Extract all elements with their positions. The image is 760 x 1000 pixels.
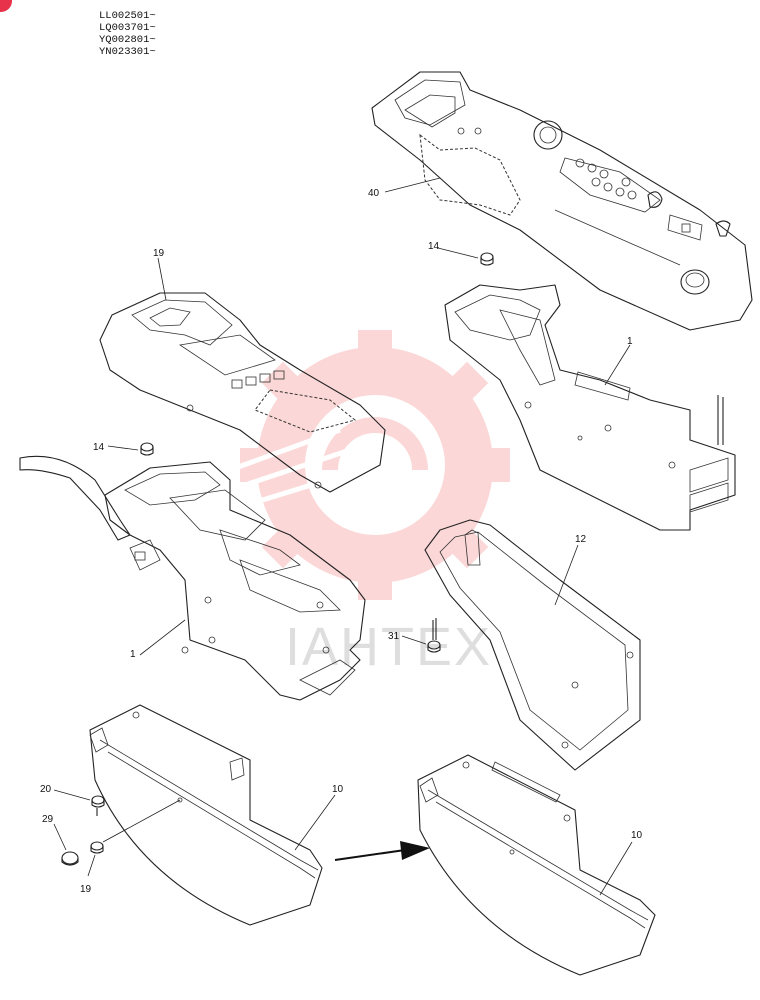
callout-14-left: 14 <box>93 442 105 453</box>
callout-20: 20 <box>40 784 52 795</box>
callout-40: 40 <box>368 188 380 199</box>
part-14-left-bushing <box>140 442 154 456</box>
watermark-gear-logo <box>229 330 510 600</box>
part-1-left-bracket-frame <box>19 455 366 701</box>
part-20-bolt <box>91 795 105 816</box>
part-40-instrument-cover <box>371 71 753 331</box>
part-19-bolt <box>90 799 181 854</box>
part-19-console-cover <box>99 292 386 493</box>
callout-19-lower: 19 <box>80 884 92 895</box>
serial-range: YQ002801~ <box>99 34 156 46</box>
callout-10-left: 10 <box>332 784 344 795</box>
part-31-screw <box>427 618 441 653</box>
callout-1-left: 1 <box>130 649 136 660</box>
callout-29: 29 <box>42 814 54 825</box>
serial-range: YN023301~ <box>99 46 156 58</box>
watermark-text: IAHTEX <box>285 617 492 677</box>
serial-range-list: LL002501~ LQ003701~ YQ002801~ YN023301~ <box>99 10 156 58</box>
serial-range: LQ003701~ <box>99 22 156 34</box>
callout-10-right: 10 <box>631 830 643 841</box>
serial-range: LL002501~ <box>99 10 156 22</box>
callout-14-upper: 14 <box>428 241 440 252</box>
callout-31: 31 <box>388 631 400 642</box>
part-12-side-cover <box>424 519 641 771</box>
part-29-cap <box>61 851 79 866</box>
callout-12: 12 <box>575 534 587 545</box>
part-10-left-tray <box>89 704 323 926</box>
callout-1-right: 1 <box>627 336 633 347</box>
callout-19-upper: 19 <box>153 248 165 259</box>
part-14-upper-bushing <box>480 252 494 266</box>
part-1-right-bracket-frame <box>444 284 736 531</box>
part-10-right-tray <box>417 754 656 976</box>
direction-arrow <box>334 841 430 861</box>
